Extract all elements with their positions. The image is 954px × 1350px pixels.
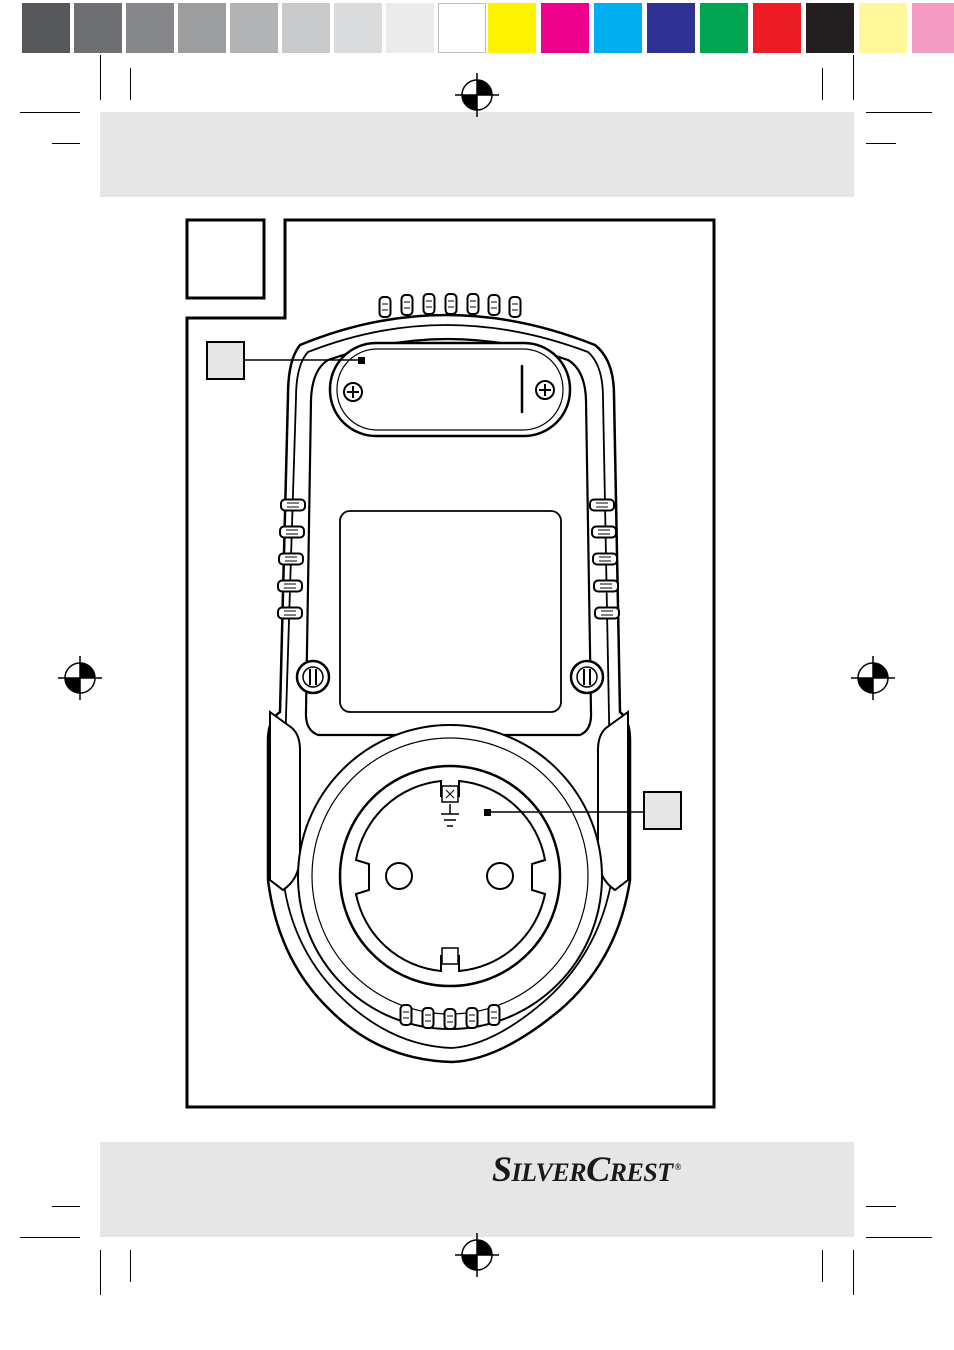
crop-mark [130, 1250, 131, 1282]
mounting-screw-right-icon [569, 659, 605, 695]
color-swatch [541, 3, 589, 53]
color-swatch [488, 3, 536, 53]
crop-mark [130, 68, 131, 100]
gray-swatch [74, 3, 122, 53]
ground-symbol-icon [441, 804, 459, 827]
crop-mark [866, 143, 896, 144]
gray-swatch [126, 3, 174, 53]
header-band [100, 112, 854, 197]
earth-contact-top [441, 785, 459, 803]
socket [297, 724, 603, 1030]
crop-mark [52, 143, 80, 144]
gray-swatch [334, 3, 382, 53]
color-swatch [753, 3, 801, 53]
callout-socket [484, 791, 682, 830]
crop-mark [20, 112, 80, 113]
crop-mark [866, 1206, 896, 1207]
color-swatch [647, 3, 695, 53]
label-panel [339, 510, 562, 713]
gray-swatch [438, 3, 486, 53]
gray-swatch [282, 3, 330, 53]
crop-mark [20, 1237, 80, 1238]
crop-mark [853, 1250, 854, 1295]
crop-mark [100, 1250, 101, 1295]
registration-mark-bottom [454, 1232, 500, 1278]
callout-battery-compartment [206, 341, 365, 380]
top-vents [378, 293, 522, 318]
brand-logo: SILVERCREST® [492, 1149, 681, 1189]
figure-number-box [185, 218, 266, 300]
color-swatch [700, 3, 748, 53]
registration-mark-left [57, 655, 103, 701]
crop-mark [822, 68, 823, 100]
color-swatch [806, 3, 854, 53]
color-calibration-strip [0, 0, 954, 56]
crop-mark [52, 1206, 80, 1207]
registration-mark-right [850, 655, 896, 701]
gray-swatch [178, 3, 226, 53]
crop-mark [853, 55, 854, 100]
gray-swatch [22, 3, 70, 53]
screw-icon [343, 382, 363, 402]
gray-swatch [386, 3, 434, 53]
earth-contact-bottom [441, 947, 459, 965]
crop-mark [822, 1250, 823, 1282]
color-swatch [594, 3, 642, 53]
footer-band [100, 1142, 854, 1237]
screw-icon [535, 380, 555, 400]
registration-mark-top [454, 72, 500, 118]
crop-mark [866, 112, 932, 113]
color-swatch [912, 3, 954, 53]
figure-frame [185, 218, 716, 1109]
crop-mark [866, 1237, 932, 1238]
mounting-screw-left-icon [295, 659, 331, 695]
gray-swatch [230, 3, 278, 53]
battery-compartment [328, 341, 572, 438]
crop-mark [100, 55, 101, 100]
color-swatch [859, 3, 907, 53]
